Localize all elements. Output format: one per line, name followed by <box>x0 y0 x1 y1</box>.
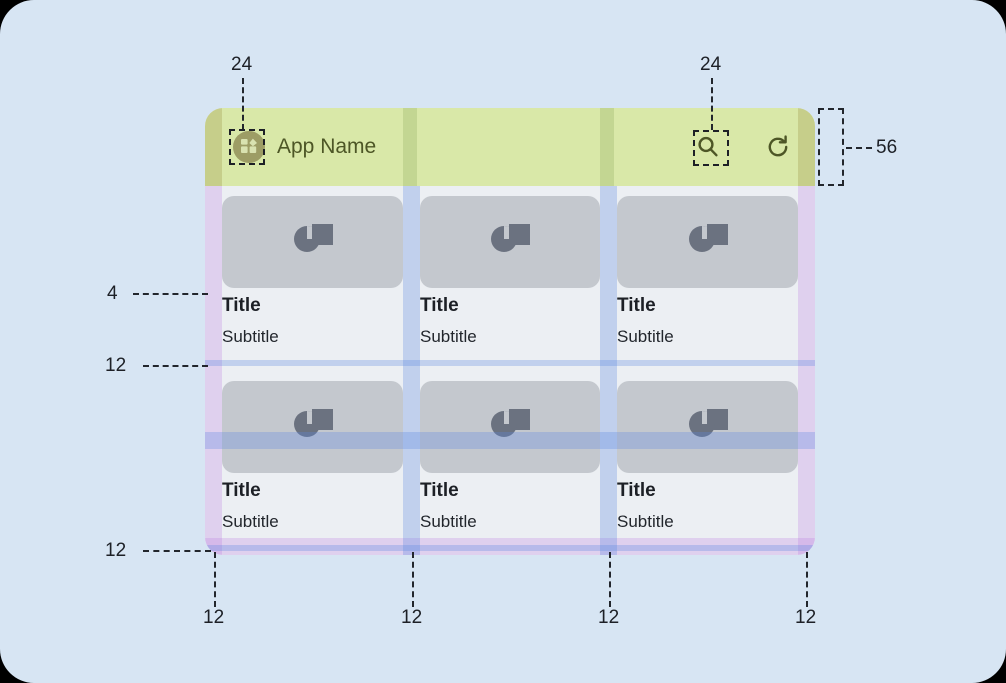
appbar-right-padding-overlay <box>798 108 815 186</box>
dashboard-menu-icon[interactable] <box>233 131 265 163</box>
annotation-box-menu-icon <box>229 129 265 165</box>
annotation-label-appbar-height: 56 <box>876 137 898 158</box>
gutter-overlay-1 <box>403 186 420 555</box>
card-text-block: Title Subtitle <box>420 479 600 534</box>
card-image-placeholder <box>420 196 600 288</box>
card-subtitle: Subtitle <box>617 327 674 346</box>
spacing-band-row-gap <box>205 432 815 449</box>
card-image-placeholder <box>222 196 403 288</box>
annotation-label-image-title-gap: 4 <box>107 283 118 304</box>
card-text-block: Title Subtitle <box>617 479 798 534</box>
content-bottom-padding-overlay <box>205 538 815 555</box>
card-text-block: Title Subtitle <box>420 294 600 349</box>
card-title: Title <box>222 480 261 501</box>
card-title: Title <box>222 295 261 316</box>
annotation-leader-menu-icon <box>242 78 244 130</box>
card-title: Title <box>617 295 656 316</box>
annotation-leader-bottom-tick-2 <box>412 552 414 607</box>
annotation-leader-search-icon <box>711 78 713 130</box>
spacing-band-image-to-title-row1 <box>205 360 815 366</box>
annotation-leader-image-title-gap <box>133 293 208 295</box>
card-image-placeholder <box>420 381 600 473</box>
annotation-label-menu-icon-size: 24 <box>231 54 253 75</box>
annotation-label-bottom-tick-2: 12 <box>401 607 423 628</box>
card-text-block: Title Subtitle <box>222 294 403 349</box>
app-bar: App Name <box>205 108 815 186</box>
card-subtitle: Subtitle <box>617 512 674 531</box>
card-image-placeholder <box>617 196 798 288</box>
annotation-label-bottom-tick-4: 12 <box>795 607 817 628</box>
annotation-label-bottom-tick-1: 12 <box>203 607 225 628</box>
annotation-label-row-gap: 12 <box>105 355 127 376</box>
card-title: Title <box>617 480 656 501</box>
annotation-label-search-icon-size: 24 <box>700 54 722 75</box>
spacing-band-image-to-title-row2 <box>205 545 815 551</box>
annotation-leader-bottom-tick-3 <box>609 552 611 607</box>
card-title: Title <box>420 295 459 316</box>
gutter-overlay-2 <box>600 186 617 555</box>
content-right-padding-overlay <box>798 186 815 555</box>
appbar-gutter-overlay-2 <box>600 108 614 186</box>
refresh-icon[interactable] <box>765 134 791 160</box>
annotation-leader-appbar-height <box>846 147 872 149</box>
card-subtitle: Subtitle <box>222 512 279 531</box>
annotation-label-bottom-tick-3: 12 <box>598 607 620 628</box>
card-text-block: Title Subtitle <box>222 479 403 534</box>
annotation-label-bottom-padding: 12 <box>105 540 127 561</box>
appbar-gutter-overlay-1 <box>403 108 417 186</box>
annotation-leader-bottom-tick-1 <box>214 552 216 607</box>
annotation-bracket-appbar-height <box>818 108 844 186</box>
card-subtitle: Subtitle <box>420 327 477 346</box>
annotation-box-search-icon <box>693 130 729 166</box>
appbar-left-padding-overlay <box>205 108 222 186</box>
card-text-block: Title Subtitle <box>617 294 798 349</box>
card-image-placeholder <box>617 381 798 473</box>
app-frame: App Name <box>205 108 815 555</box>
content-left-padding-overlay <box>205 186 222 555</box>
annotation-leader-bottom-padding <box>143 550 211 552</box>
search-icon[interactable] <box>695 134 721 160</box>
app-bar-title: App Name <box>277 135 377 158</box>
card-subtitle: Subtitle <box>222 327 279 346</box>
content-grid: Title Subtitle Title Subtitle <box>205 186 815 555</box>
card-title: Title <box>420 480 459 501</box>
annotation-leader-bottom-tick-4 <box>806 552 808 607</box>
annotation-leader-row-gap <box>143 365 208 367</box>
card-image-placeholder <box>222 381 403 473</box>
card-subtitle: Subtitle <box>420 512 477 531</box>
